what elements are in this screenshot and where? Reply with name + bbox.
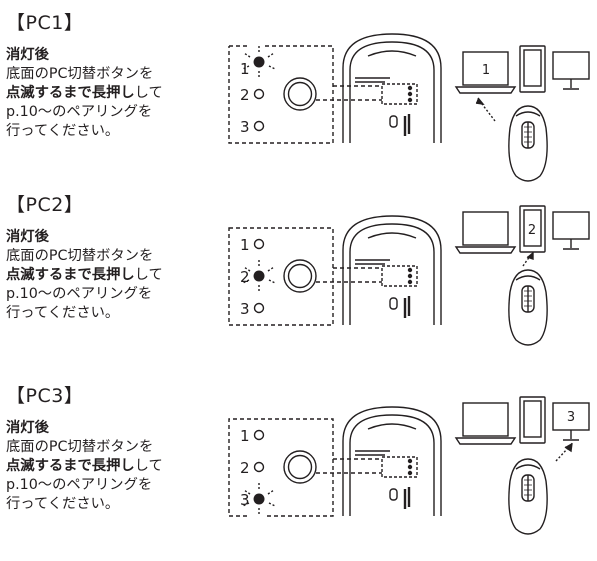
- led-indicator: [253, 120, 265, 132]
- section-heading: 【PC1】: [6, 12, 84, 34]
- led-label: 2: [240, 86, 250, 104]
- led-label: 3: [240, 491, 250, 509]
- mouse-bottom-icon: [342, 215, 442, 325]
- bold-long-press: 長押し: [91, 85, 135, 101]
- instruction-line3: p.10～のペアリングを: [6, 104, 153, 120]
- section-pc1: 【PC1】 消灯後 底面のPC切替ボタンを 点滅するまで長押しして p.10～の…: [0, 8, 597, 188]
- led-indicator-active: [253, 493, 265, 505]
- led-label: 2: [240, 459, 250, 477]
- led-label: 1: [240, 427, 250, 445]
- instruction-line4: 行ってください。: [6, 123, 120, 139]
- instruction-text: 消灯後 底面のPC切替ボタンを 点滅するまで長押しして p.10～のペアリングを…: [6, 228, 206, 323]
- connection-arrow: [555, 447, 569, 462]
- instruction-line1: 底面のPC切替ボタンを: [6, 439, 154, 455]
- led-callout-box: [228, 418, 334, 517]
- instruction-line1: 底面のPC切替ボタンを: [6, 66, 154, 82]
- monitor-icon: [552, 211, 590, 250]
- bold-long-press: 長押し: [91, 267, 135, 283]
- mouse-bottom-icon: [342, 406, 442, 516]
- bold-long-press: 長押し: [91, 458, 135, 474]
- instruction-line3: p.10～のペアリングを: [6, 477, 153, 493]
- laptop-icon: [454, 51, 517, 94]
- pc1-illustration: 1 1 2 3: [228, 33, 590, 182]
- led-indicator-active: [253, 56, 265, 68]
- device-number: 3: [567, 410, 575, 425]
- led-label: 3: [240, 118, 250, 136]
- instruction-tail: して: [134, 85, 163, 101]
- instruction-line1: 底面のPC切替ボタンを: [6, 248, 154, 264]
- instruction-text: 消灯後 底面のPC切替ボタンを 点滅するまで長押しして p.10～のペアリングを…: [6, 46, 206, 141]
- led-indicator: [253, 302, 265, 314]
- instruction-line3: p.10～のペアリングを: [6, 286, 153, 302]
- mouse-bottom-icon: [342, 33, 442, 143]
- section-heading: 【PC3】: [6, 385, 84, 407]
- instruction-title: 消灯後: [6, 420, 49, 436]
- led-callout-box: [228, 45, 334, 144]
- instruction-line4: 行ってください。: [6, 496, 120, 512]
- led-indicator-active: [253, 270, 265, 282]
- led-label: 1: [240, 60, 250, 78]
- instruction-line2: 点滅するまで長押しして: [6, 84, 206, 103]
- bold-blink: 点滅するまで: [6, 458, 92, 474]
- mouse-icon: [508, 105, 548, 182]
- instruction-tail: して: [134, 267, 163, 283]
- device-number: 1: [482, 63, 490, 78]
- device-number: 2: [528, 223, 536, 238]
- mouse-icon: [508, 458, 548, 535]
- laptop-icon: [454, 211, 517, 254]
- section-pc2: 【PC2】 消灯後 底面のPC切替ボタンを 点滅するまで長押しして p.10～の…: [0, 190, 597, 370]
- bold-blink: 点滅するまで: [6, 85, 92, 101]
- instruction-line2: 点滅するまで長押しして: [6, 457, 206, 476]
- led-indicator: [253, 429, 265, 441]
- connection-arrow: [481, 103, 496, 122]
- section-pc3: 【PC3】 消灯後 底面のPC切替ボタンを 点滅するまで長押しして p.10～の…: [0, 381, 597, 561]
- monitor-icon: [552, 402, 590, 441]
- mouse-icon: [508, 269, 548, 346]
- instruction-line2: 点滅するまで長押しして: [6, 266, 206, 285]
- pc3-illustration: 3 1 2 3: [228, 396, 590, 535]
- pc2-illustration: 2 1 2 3: [228, 205, 590, 346]
- instruction-tail: して: [134, 458, 163, 474]
- led-callout-box: [228, 227, 334, 326]
- instruction-line4: 行ってください。: [6, 305, 120, 321]
- tablet-icon: [519, 45, 546, 93]
- led-indicator: [253, 88, 265, 100]
- instruction-title: 消灯後: [6, 47, 49, 63]
- led-indicator: [253, 461, 265, 473]
- bold-blink: 点滅するまで: [6, 267, 92, 283]
- pc-switch-button-icon: [283, 77, 317, 111]
- led-label: 2: [240, 268, 250, 286]
- monitor-icon: [552, 51, 590, 90]
- section-heading: 【PC2】: [6, 194, 84, 216]
- led-label: 3: [240, 300, 250, 318]
- led-label: 1: [240, 236, 250, 254]
- led-indicator: [253, 238, 265, 250]
- laptop-icon: [454, 402, 517, 445]
- instruction-title: 消灯後: [6, 229, 49, 245]
- pc-switch-button-icon: [283, 450, 317, 484]
- tablet-icon: [519, 396, 546, 444]
- instruction-text: 消灯後 底面のPC切替ボタンを 点滅するまで長押しして p.10～のペアリングを…: [6, 419, 206, 514]
- pc-switch-button-icon: [283, 259, 317, 293]
